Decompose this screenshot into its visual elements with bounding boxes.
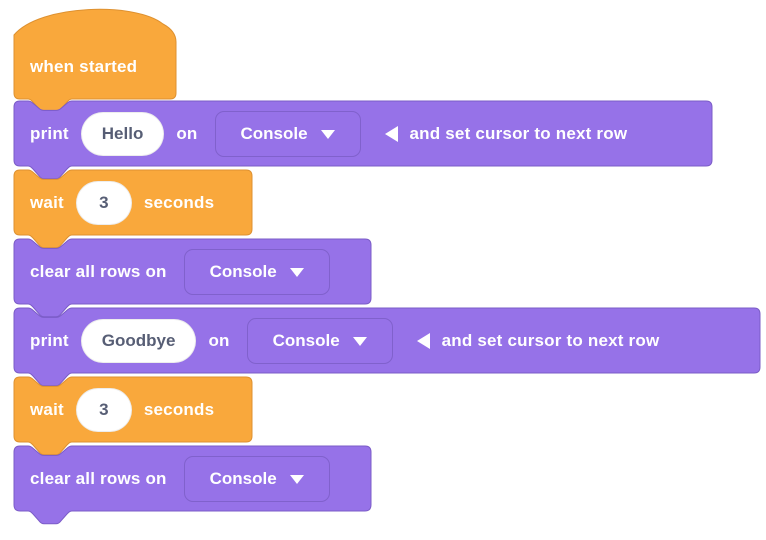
- set-cursor-label: and set cursor to next row: [409, 123, 628, 143]
- console-dropdown-value: Console: [272, 330, 340, 350]
- seconds-label: seconds: [143, 192, 215, 212]
- dropdown-caret-icon: [289, 475, 304, 484]
- print-hello-block[interactable]: print Hello on Console and set cursor to…: [13, 100, 713, 180]
- dropdown-caret-icon: [289, 268, 304, 277]
- wait-label: wait: [30, 399, 64, 419]
- wait-seconds-input[interactable]: 3: [75, 387, 132, 432]
- block-content: print Hello on Console and set cursor to…: [30, 101, 706, 166]
- block-content: clear all rows on Console: [30, 446, 365, 511]
- clear-rows-block-2[interactable]: clear all rows on Console: [13, 445, 372, 525]
- print-label: print: [30, 123, 69, 143]
- console-dropdown-value: Console: [209, 261, 277, 281]
- when-started-hat-block[interactable]: when started: [13, 8, 177, 113]
- block-shape: [13, 238, 372, 318]
- block-content: wait 3 seconds: [30, 377, 246, 442]
- block-content: print Goodbye on Console and set cursor …: [30, 308, 754, 373]
- block-shape: [13, 376, 253, 456]
- dropdown-caret-icon: [320, 130, 335, 139]
- clear-rows-block-1[interactable]: clear all rows on Console: [13, 238, 372, 318]
- console-dropdown-value: Console: [209, 468, 277, 488]
- wait-seconds-input[interactable]: 3: [75, 180, 132, 225]
- block-content: wait 3 seconds: [30, 170, 246, 235]
- set-cursor-label: and set cursor to next row: [441, 330, 660, 350]
- on-label: on: [208, 330, 230, 350]
- block-content: clear all rows on Console: [30, 239, 365, 304]
- console-dropdown[interactable]: Console: [246, 317, 393, 364]
- block-shape: [13, 100, 713, 180]
- clear-all-rows-label: clear all rows on: [30, 468, 167, 488]
- block-shape: [13, 307, 761, 387]
- dropdown-caret-icon: [352, 337, 367, 346]
- print-text-input[interactable]: Goodbye: [80, 318, 197, 363]
- console-dropdown[interactable]: Console: [183, 455, 330, 502]
- wait-block-2[interactable]: wait 3 seconds: [13, 376, 253, 456]
- collapse-arrow-icon[interactable]: [416, 332, 430, 349]
- print-goodbye-block[interactable]: print Goodbye on Console and set cursor …: [13, 307, 761, 387]
- when-started-label: when started: [30, 56, 138, 76]
- clear-all-rows-label: clear all rows on: [30, 261, 167, 281]
- console-dropdown[interactable]: Console: [183, 248, 330, 295]
- console-dropdown[interactable]: Console: [214, 110, 361, 157]
- wait-block-1[interactable]: wait 3 seconds: [13, 169, 253, 249]
- block-shape: [13, 8, 177, 113]
- wait-label: wait: [30, 192, 64, 212]
- print-label: print: [30, 330, 69, 350]
- collapse-arrow-icon[interactable]: [384, 125, 398, 142]
- block-shape: [13, 445, 372, 525]
- on-label: on: [176, 123, 198, 143]
- block-content: when started: [30, 34, 170, 99]
- print-text-input[interactable]: Hello: [80, 111, 165, 156]
- block-shape: [13, 169, 253, 249]
- console-dropdown-value: Console: [240, 123, 308, 143]
- seconds-label: seconds: [143, 399, 215, 419]
